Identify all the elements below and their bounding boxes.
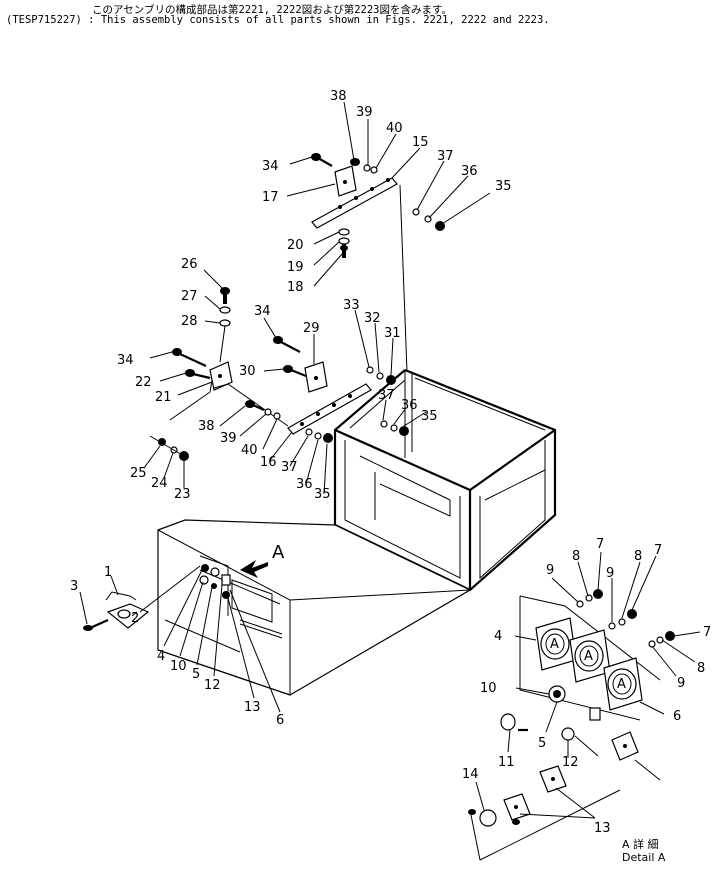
- callout-3: 3: [70, 579, 78, 594]
- callout-18: 18: [287, 280, 304, 295]
- detail-callout-5: 5: [538, 736, 546, 751]
- callout-37-mid: 37: [281, 460, 298, 475]
- callout-32: 32: [364, 311, 381, 326]
- callout-36-mid: 36: [296, 477, 313, 492]
- callout-35: 35: [495, 179, 512, 194]
- callout-19: 19: [287, 260, 304, 275]
- detail-callout-8: 8: [572, 549, 580, 564]
- callout-34-left: 34: [117, 353, 134, 368]
- detail-callout-9b: 9: [606, 566, 614, 581]
- detail-callout-9c: 9: [677, 676, 685, 691]
- detail-a-label-en: Detail A: [622, 851, 666, 864]
- callout-35-right: 35: [421, 409, 438, 424]
- detail-callout-4: 4: [494, 629, 502, 644]
- callout-23: 23: [174, 487, 191, 502]
- callout-27: 27: [181, 289, 198, 304]
- callout-10: 10: [170, 659, 187, 674]
- detail-callout-6: 6: [673, 709, 681, 724]
- detail-callout-7b: 7: [654, 543, 662, 558]
- callout-15: 15: [412, 135, 429, 150]
- leader-lines: [79, 101, 701, 819]
- callout-36-right: 36: [401, 398, 418, 413]
- callout-29: 29: [303, 321, 320, 336]
- svg-text:A: A: [617, 677, 626, 692]
- callout-17: 17: [262, 190, 279, 205]
- leader-upper-bracket: [399, 184, 408, 373]
- callout-4: 4: [157, 649, 165, 664]
- callout-26: 26: [181, 257, 198, 272]
- callout-13: 13: [244, 700, 261, 715]
- callout-39-mid: 39: [220, 431, 237, 446]
- view-a-arrow: [240, 560, 268, 578]
- gauge-2: A: [569, 629, 611, 683]
- detail-callout-7c: 7: [703, 625, 711, 640]
- callout-24: 24: [151, 476, 168, 491]
- view-a-marker: A: [272, 542, 285, 563]
- callout-30: 30: [239, 364, 256, 379]
- callout-40-mid: 40: [241, 443, 258, 458]
- gauge-1: A: [535, 617, 577, 671]
- callout-6: 6: [276, 713, 284, 728]
- callout-5: 5: [192, 667, 200, 682]
- callout-34: 34: [262, 159, 279, 174]
- detail-a-view: A A A: [468, 589, 675, 861]
- callout-35-mid: 35: [314, 487, 331, 502]
- callout-20: 20: [287, 238, 304, 253]
- callout-25: 25: [130, 466, 147, 481]
- callout-31: 31: [384, 326, 401, 341]
- detail-callout-14: 14: [462, 767, 479, 782]
- callout-16: 16: [260, 455, 277, 470]
- callout-36: 36: [461, 164, 478, 179]
- callout-40: 40: [386, 121, 403, 136]
- callout-28: 28: [181, 314, 198, 329]
- gauge-3: A: [603, 657, 643, 711]
- detail-callout-8b: 8: [634, 549, 642, 564]
- detail-callout-8c: 8: [697, 661, 705, 676]
- header-english-note: (TESP715227) : This assembly consists of…: [6, 14, 550, 26]
- callout-22: 22: [135, 375, 152, 390]
- detail-callout-13: 13: [594, 821, 611, 836]
- detail-a-label: A 詳 細 Detail A: [622, 838, 665, 864]
- callout-2: 2: [131, 611, 139, 626]
- control-box: [83, 519, 472, 696]
- detail-callout-9: 9: [546, 563, 554, 578]
- detail-callout-10: 10: [480, 681, 497, 696]
- callout-37-right: 37: [378, 388, 395, 403]
- svg-text:A: A: [584, 649, 593, 664]
- callout-38-mid: 38: [198, 419, 215, 434]
- callout-33: 33: [343, 298, 360, 313]
- callout-21: 21: [155, 390, 172, 405]
- callout-37: 37: [437, 149, 454, 164]
- detail-callout-7: 7: [596, 537, 604, 552]
- callout-38: 38: [330, 89, 347, 104]
- svg-text:A: A: [550, 637, 559, 652]
- callout-labels: 38 39 40 15 34 37 36 35 17 20 19 18 26 2…: [70, 89, 711, 836]
- callout-12: 12: [204, 678, 221, 693]
- middle-bracket-assembly: [149, 287, 409, 461]
- detail-a-label-jp: A 詳 細: [622, 838, 659, 851]
- detail-callout-12: 12: [562, 755, 579, 770]
- callout-39: 39: [356, 105, 373, 120]
- upper-bracket-assembly: [311, 153, 445, 258]
- header-japanese-note: このアセンブリの構成部品は第2221, 2222図および第2223図を含みます。: [92, 4, 452, 16]
- detail-callout-11: 11: [498, 755, 515, 770]
- callout-1: 1: [104, 565, 112, 580]
- callout-34-mid: 34: [254, 304, 271, 319]
